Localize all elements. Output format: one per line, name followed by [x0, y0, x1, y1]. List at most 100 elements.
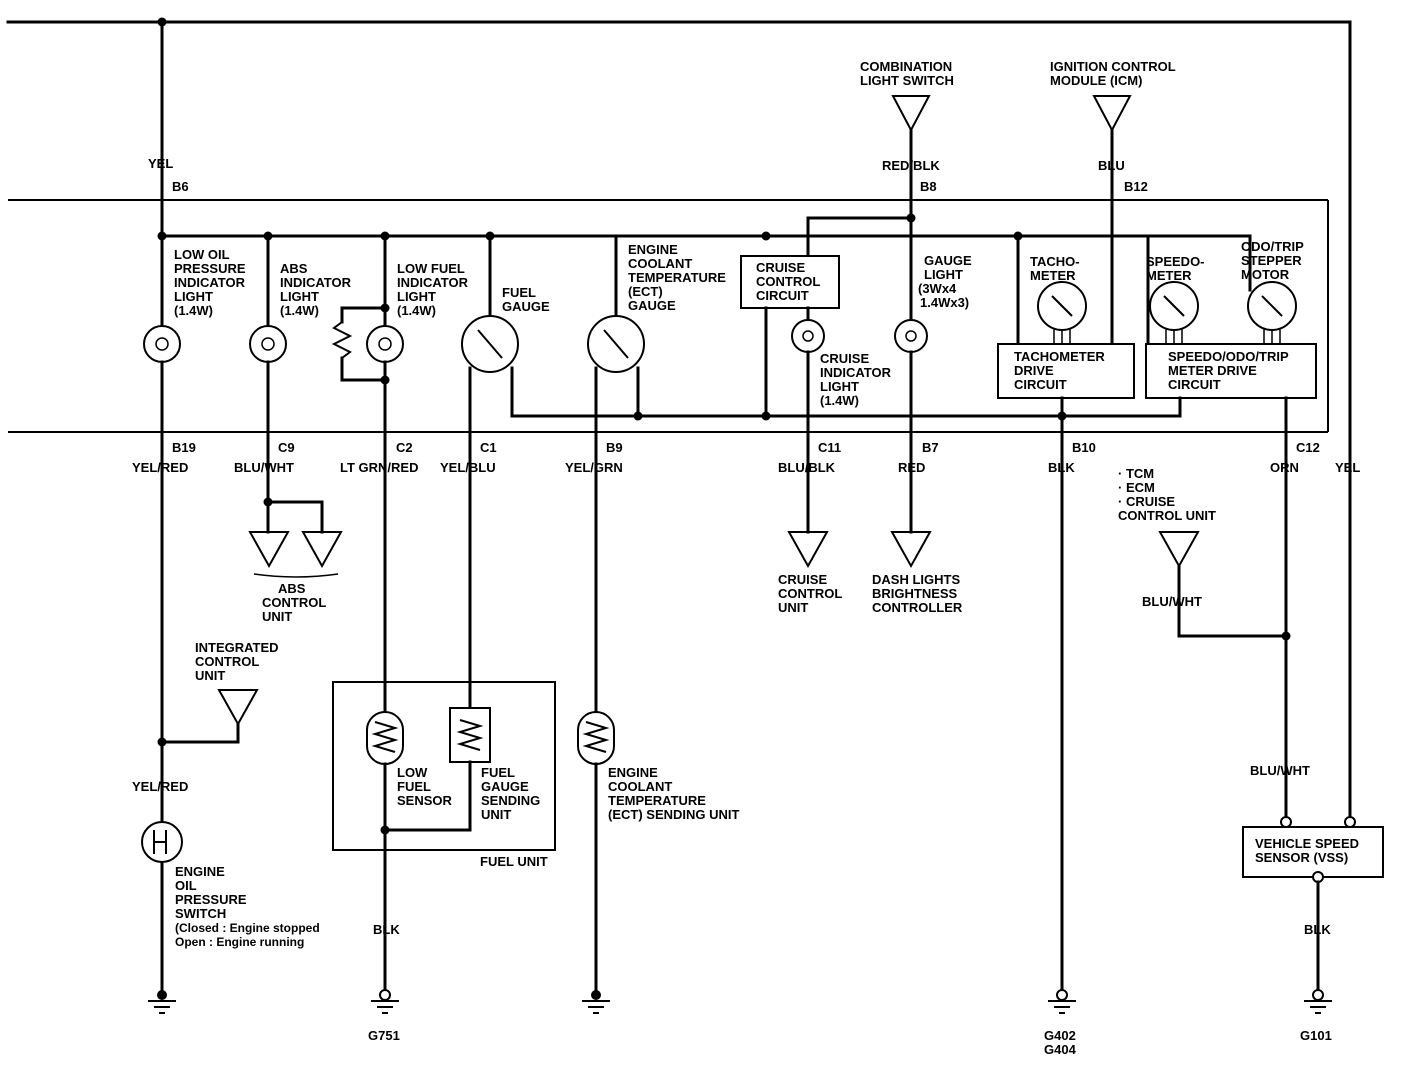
- wire-label-yel-top: YEL: [148, 156, 173, 171]
- ect-sending-label-1: ENGINE: [608, 765, 658, 780]
- odo-motor-label-2: STEPPER: [1241, 253, 1302, 268]
- cruise-light-label-4: (1.4W): [820, 393, 859, 408]
- fuel-unit-label: FUEL UNIT: [480, 854, 548, 869]
- pin-c9: C9: [278, 440, 295, 455]
- low-fuel-light-label-2: INDICATOR: [397, 275, 469, 290]
- pin-b10: B10: [1072, 440, 1096, 455]
- pin-b8: B8: [920, 179, 937, 194]
- wire-label-lt-grn-red: LT GRN/RED: [340, 460, 418, 475]
- ground-g402-g404: G402 G404: [1044, 989, 1077, 1057]
- pin-c1: C1: [480, 440, 497, 455]
- abs-unit-label-2: CONTROL: [262, 595, 326, 610]
- oil-switch-open: Open : Engine running: [175, 935, 304, 949]
- tach-drive-label-1: TACHOMETER: [1014, 349, 1105, 364]
- vehicle-speed-sensor: VEHICLE SPEED SENSOR (VSS) BLK: [1242, 826, 1384, 997]
- pin-c11: C11: [818, 440, 841, 455]
- gauge-light-label-3: (3Wx4: [918, 281, 957, 296]
- wire-label-blk-g101: BLK: [1304, 922, 1331, 937]
- icm-label-1: IGNITION CONTROL: [1050, 59, 1176, 74]
- ect-gauge-label-5: GAUGE: [628, 298, 676, 313]
- pin-c2: C2: [396, 440, 413, 455]
- icm-label-2: MODULE (ICM): [1050, 73, 1142, 88]
- oil-switch-closed: (Closed : Engine stopped: [175, 921, 320, 935]
- abs-light-label-4: (1.4W): [280, 303, 319, 318]
- low-fuel-indicator-light: LOW FUEL INDICATOR LIGHT (1.4W) C2 LT GR…: [331, 231, 469, 714]
- ground-g101: G101: [1300, 989, 1332, 1043]
- tach-drive-label-3: CIRCUIT: [1014, 377, 1067, 392]
- oil-switch-label-2: OIL: [175, 878, 197, 893]
- cruise-circuit-label-2: CONTROL: [756, 274, 820, 289]
- wire-label-blu-blk: BLU/BLK: [778, 460, 836, 475]
- cruise-light-label-2: INDICATOR: [820, 365, 892, 380]
- low-fuel-light-label-1: LOW FUEL: [397, 261, 465, 276]
- low-oil-label-2: PRESSURE: [174, 261, 246, 276]
- ect-gauge-label-1: ENGINE: [628, 242, 678, 257]
- gauge-light-label-4: 1.4Wx3): [920, 295, 969, 310]
- speedo-drive-label-3: CIRCUIT: [1168, 377, 1221, 392]
- speedometer: SPEEDO- METER: [1146, 234, 1205, 346]
- ground-ect: [582, 990, 610, 1014]
- ground-label-g101: G101: [1300, 1028, 1332, 1043]
- oil-switch-label-4: SWITCH: [175, 906, 226, 921]
- abs-light-label-2: INDICATOR: [280, 275, 352, 290]
- tcm-label-4: CONTROL UNIT: [1118, 508, 1216, 523]
- fuel-sending-label-4: UNIT: [481, 807, 511, 822]
- odo-motor-label-3: MOTOR: [1241, 267, 1290, 282]
- wire-label-blk-g402: BLK: [1048, 460, 1075, 475]
- cruise-unit-label-1: CRUISE: [778, 572, 827, 587]
- gauge-light-label-2: LIGHT: [924, 267, 963, 282]
- ect-gauge-label-3: TEMPERATURE: [628, 270, 726, 285]
- combo-switch-label-1: COMBINATION: [860, 59, 952, 74]
- wire-label-yel-right: YEL: [1335, 460, 1360, 475]
- fuel-gauge-label-1: FUEL: [502, 285, 536, 300]
- cruise-light-label-1: CRUISE: [820, 351, 869, 366]
- speedometer-label-2: METER: [1146, 268, 1192, 283]
- ect-gauge-label-2: COOLANT: [628, 256, 692, 271]
- low-oil-label-4: LIGHT: [174, 289, 213, 304]
- vss-label-2: SENSOR (VSS): [1255, 850, 1348, 865]
- tachometer-label-1: TACHO-: [1030, 254, 1080, 269]
- wire-label-yel-blu: YEL/BLU: [440, 460, 496, 475]
- gauge-light-label-1: GAUGE: [924, 253, 972, 268]
- odo-motor-label-1: ODO/TRIP: [1241, 239, 1304, 254]
- yel-vss-feed: YEL: [1335, 20, 1360, 820]
- wire-label-blk-g751: BLK: [373, 922, 400, 937]
- wire-label-blu: BLU: [1098, 158, 1125, 173]
- ground-g751: G751: [368, 989, 400, 1043]
- tcm-label-3: · CRUISE: [1118, 494, 1175, 509]
- low-fuel-sensor-label-2: FUEL: [397, 779, 431, 794]
- engine-oil-pressure-switch: ENGINE OIL PRESSURE SWITCH (Closed : Eng…: [141, 821, 320, 949]
- fuel-unit: FUEL UNIT LOW FUEL SENSOR FUEL GAUGE SEN…: [332, 681, 556, 997]
- cruise-circuit-label-1: CRUISE: [756, 260, 805, 275]
- drive-circuit-ground: B10 BLK: [1048, 396, 1182, 997]
- tcm-label-1: · TCM: [1118, 466, 1154, 481]
- abs-indicator-light: ABS INDICATOR LIGHT (1.4W) C9 BLU/WHT AB…: [234, 231, 352, 624]
- ground-label-g751: G751: [368, 1028, 400, 1043]
- wire-label-blu-wht-vss: BLU/WHT: [1250, 763, 1310, 778]
- dash-lights-label-2: BRIGHTNESS: [872, 586, 958, 601]
- wire-label-yel-grn: YEL/GRN: [565, 460, 623, 475]
- fuel-sending-label-2: GAUGE: [481, 779, 529, 794]
- pin-b6: B6: [172, 179, 189, 194]
- combo-switch-label-2: LIGHT SWITCH: [860, 73, 954, 88]
- cruise-control-circuit: CRUISE CONTROL CIRCUIT CRUISE INDICATOR …: [740, 231, 1064, 615]
- ect-sending-label-3: TEMPERATURE: [608, 793, 706, 808]
- speedometer-label-1: SPEEDO-: [1146, 254, 1205, 269]
- ground-label-g402: G402: [1044, 1028, 1076, 1043]
- wire-label-blu-wht-tcm: BLU/WHT: [1142, 594, 1202, 609]
- oil-switch-label-1: ENGINE: [175, 864, 225, 879]
- cruise-unit-label-2: CONTROL: [778, 586, 842, 601]
- wire-label-orn: ORN: [1270, 460, 1299, 475]
- speedo-drive-label-2: METER DRIVE: [1168, 363, 1257, 378]
- ground-oil-switch: [148, 990, 176, 1014]
- pin-b7: B7: [922, 440, 939, 455]
- fuel-sending-label-1: FUEL: [481, 765, 515, 780]
- ect-sending-label-2: COOLANT: [608, 779, 672, 794]
- wire-label-red: RED: [898, 460, 925, 475]
- low-oil-label-1: LOW OIL: [174, 247, 230, 262]
- low-oil-label-3: INDICATOR: [174, 275, 246, 290]
- dash-lights-label-1: DASH LIGHTS: [872, 572, 960, 587]
- abs-light-label-3: LIGHT: [280, 289, 319, 304]
- abs-unit-label-1: ABS: [278, 581, 306, 596]
